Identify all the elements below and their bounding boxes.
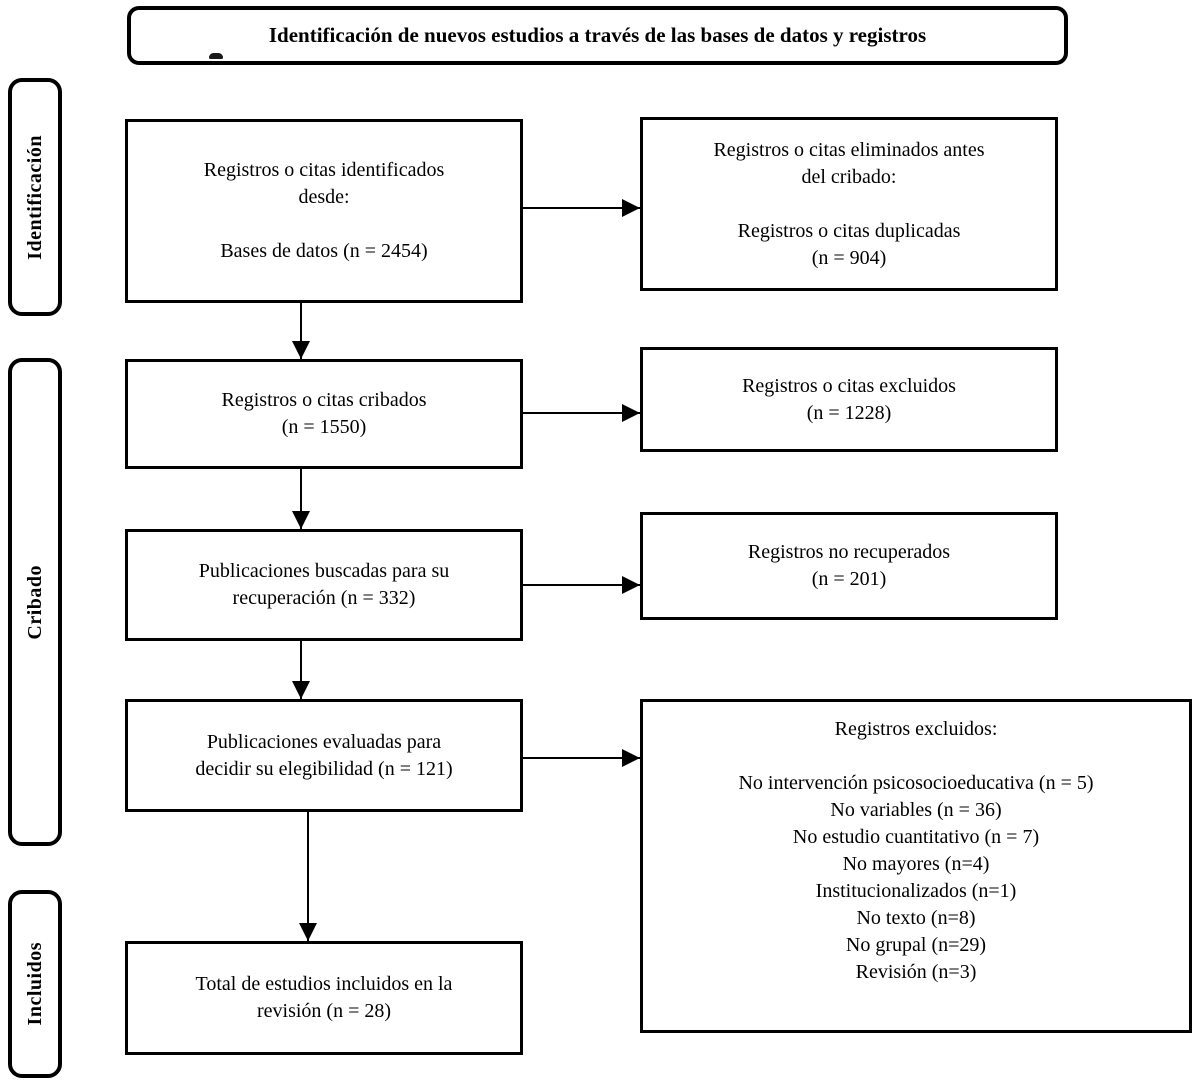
arrow-assessed-to-included-icon bbox=[299, 812, 317, 941]
box-records-identified: Registros o citas identificados desde: B… bbox=[125, 119, 523, 303]
arrow-screened-to-excluded-icon bbox=[523, 404, 640, 422]
arrow-sought-to-assessed-icon bbox=[292, 641, 310, 699]
box-records-removed-before-screening-text: Registros o citas eliminados antes del c… bbox=[713, 138, 985, 269]
box-records-not-retrieved: Registros no recuperados (n = 201) bbox=[640, 512, 1058, 620]
box-records-excluded-reasons-text: Registros excluidos: No intervención psi… bbox=[738, 718, 1094, 983]
ink-smudge bbox=[209, 53, 223, 59]
box-records-identified-text: Registros o citas identificados desde: B… bbox=[203, 159, 445, 262]
stage-label-incluidos: Incluidos bbox=[8, 890, 62, 1078]
stage-label-identificacion: Identificación bbox=[8, 78, 62, 316]
diagram-title: Identificación de nuevos estudios a trav… bbox=[268, 23, 927, 47]
box-publications-sought-text: Publicaciones buscadas para su recuperac… bbox=[198, 560, 450, 609]
box-studies-included: Total de estudios incluidos en la revisi… bbox=[125, 941, 523, 1055]
box-studies-included-text: Total de estudios incluidos en la revisi… bbox=[195, 973, 453, 1022]
stage-label-identificacion-text: Identificación bbox=[23, 134, 46, 260]
arrow-identified-to-screened-icon bbox=[292, 302, 310, 359]
stage-label-cribado-text: Cribado bbox=[23, 564, 46, 640]
box-records-removed-before-screening: Registros o citas eliminados antes del c… bbox=[640, 117, 1058, 291]
box-records-excluded-reasons: Registros excluidos: No intervención psi… bbox=[640, 699, 1192, 1033]
box-publications-assessed-text: Publicaciones evaluadas para decidir su … bbox=[195, 730, 453, 780]
stage-label-incluidos-text: Incluidos bbox=[23, 942, 46, 1026]
diagram-title-box: Identificación de nuevos estudios a trav… bbox=[127, 6, 1068, 65]
arrow-screened-to-sought-icon bbox=[292, 469, 310, 529]
box-records-not-retrieved-text: Registros no recuperados (n = 201) bbox=[747, 541, 951, 590]
arrow-identified-to-removed-icon bbox=[523, 199, 640, 217]
box-records-screened: Registros o citas cribados (n = 1550) bbox=[125, 359, 523, 469]
stage-label-cribado: Cribado bbox=[8, 358, 62, 846]
box-records-excluded-text: Registros o citas excluidos (n = 1228) bbox=[742, 374, 956, 424]
box-publications-assessed: Publicaciones evaluadas para decidir su … bbox=[125, 699, 523, 812]
box-records-screened-text: Registros o citas cribados (n = 1550) bbox=[221, 389, 427, 438]
box-records-excluded: Registros o citas excluidos (n = 1228) bbox=[640, 347, 1058, 452]
arrow-assessed-to-reasons-icon bbox=[523, 749, 640, 767]
arrow-sought-to-not-retrieved-icon bbox=[523, 576, 640, 594]
box-publications-sought: Publicaciones buscadas para su recuperac… bbox=[125, 529, 523, 641]
